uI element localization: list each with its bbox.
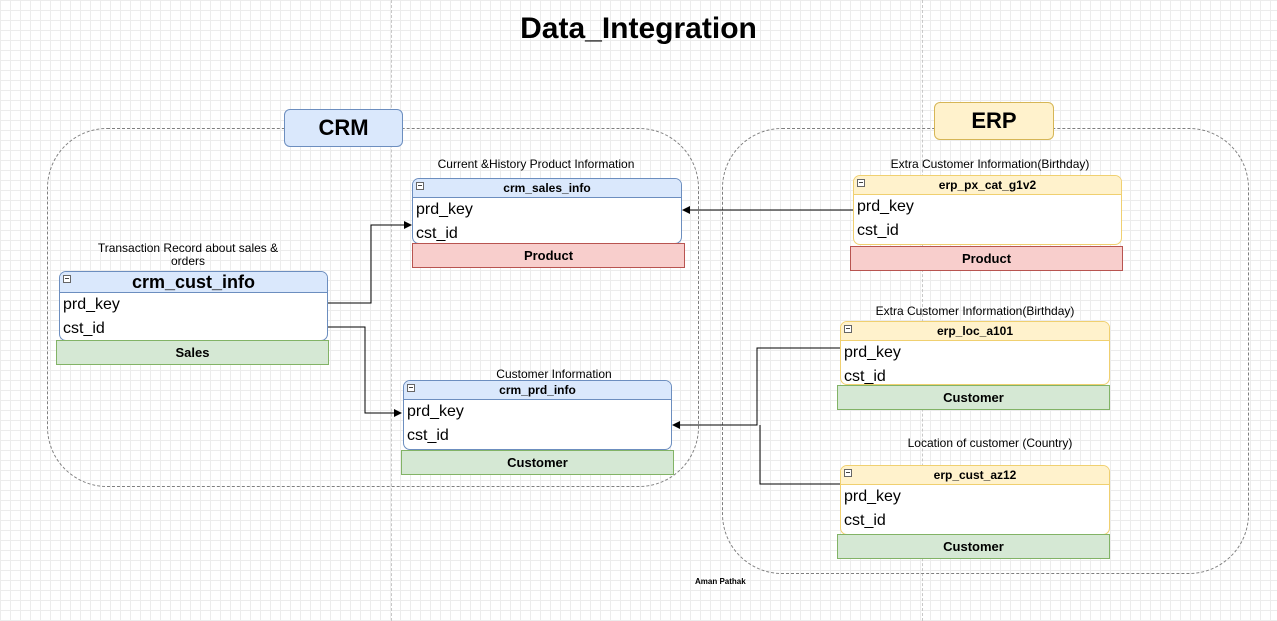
field-cst-id[interactable]: cst_id (407, 427, 449, 444)
diagram-title: Data_Integration (520, 12, 757, 45)
caption-crm-sales-info: Current &History Product Information (437, 157, 635, 171)
table-erp-loc-a101[interactable]: erp_loc_a101 prd_key cst_id (840, 321, 1110, 385)
table-name: crm_sales_info (503, 181, 591, 195)
tag-customer[interactable]: Customer (837, 534, 1110, 559)
table-header[interactable]: crm_sales_info (413, 179, 681, 198)
connector-loc-to-prd[interactable] (672, 347, 840, 429)
table-header[interactable]: erp_cust_az12 (841, 466, 1109, 485)
caption-crm-cust-info: Transaction Record about sales & orders (97, 241, 279, 268)
page-break-line (391, 0, 392, 621)
field-prd-key[interactable]: prd_key (857, 198, 914, 215)
tag-customer[interactable]: Customer (401, 450, 674, 475)
collapse-icon[interactable] (844, 469, 852, 477)
collapse-icon[interactable] (416, 182, 424, 190)
crm-group-label[interactable]: CRM (284, 109, 403, 147)
table-crm-sales-info[interactable]: crm_sales_info prd_key cst_id (412, 178, 682, 244)
caption-erp-cust-az: Location of customer (Country) (907, 436, 1073, 450)
field-prd-key[interactable]: prd_key (407, 403, 464, 420)
table-erp-cust-az12[interactable]: erp_cust_az12 prd_key cst_id (840, 465, 1110, 535)
table-erp-px-cat-g1v2[interactable]: erp_px_cat_g1v2 prd_key cst_id (853, 175, 1122, 245)
table-name: erp_loc_a101 (936, 324, 1014, 338)
table-crm-cust-info[interactable]: crm_cust_info prd_key cst_id (59, 271, 328, 341)
table-name: crm_prd_info (499, 383, 576, 397)
collapse-icon[interactable] (844, 325, 852, 333)
connector-cust-to-prd[interactable] (328, 326, 402, 417)
field-prd-key[interactable]: prd_key (63, 296, 120, 313)
tag-product[interactable]: Product (412, 243, 685, 268)
erp-group-label[interactable]: ERP (934, 102, 1054, 140)
table-name: erp_cust_az12 (933, 468, 1017, 482)
connector-custaz-to-prd[interactable] (759, 425, 840, 485)
tag-customer[interactable]: Customer (837, 385, 1110, 410)
field-cst-id[interactable]: cst_id (416, 225, 458, 242)
tag-product[interactable]: Product (850, 246, 1123, 271)
field-cst-id[interactable]: cst_id (857, 222, 899, 239)
caption-erp-loc: Extra Customer Information(Birthday) (875, 304, 1075, 318)
author-label: Aman Pathak (695, 577, 746, 586)
field-cst-id[interactable]: cst_id (63, 320, 105, 337)
collapse-icon[interactable] (407, 384, 415, 392)
table-name: crm_cust_info (131, 272, 256, 292)
field-prd-key[interactable]: prd_key (416, 201, 473, 218)
collapse-icon[interactable] (63, 275, 71, 283)
table-header[interactable]: crm_prd_info (404, 381, 671, 400)
table-crm-prd-info[interactable]: crm_prd_info prd_key cst_id (403, 380, 672, 450)
field-prd-key[interactable]: prd_key (844, 344, 901, 361)
table-header[interactable]: erp_px_cat_g1v2 (854, 176, 1121, 195)
caption-crm-prd-info: Customer Information (496, 367, 612, 381)
connector-cust-to-sales[interactable] (328, 221, 412, 304)
page-break-line (922, 0, 923, 621)
tag-sales[interactable]: Sales (56, 340, 329, 365)
caption-erp-px-cat: Extra Customer Information(Birthday) (890, 157, 1090, 171)
field-cst-id[interactable]: cst_id (844, 512, 886, 529)
collapse-icon[interactable] (857, 179, 865, 187)
field-cst-id[interactable]: cst_id (844, 368, 886, 385)
field-prd-key[interactable]: prd_key (844, 488, 901, 505)
table-header[interactable]: crm_cust_info (60, 272, 327, 293)
table-header[interactable]: erp_loc_a101 (841, 322, 1109, 341)
table-name: erp_px_cat_g1v2 (938, 178, 1037, 192)
